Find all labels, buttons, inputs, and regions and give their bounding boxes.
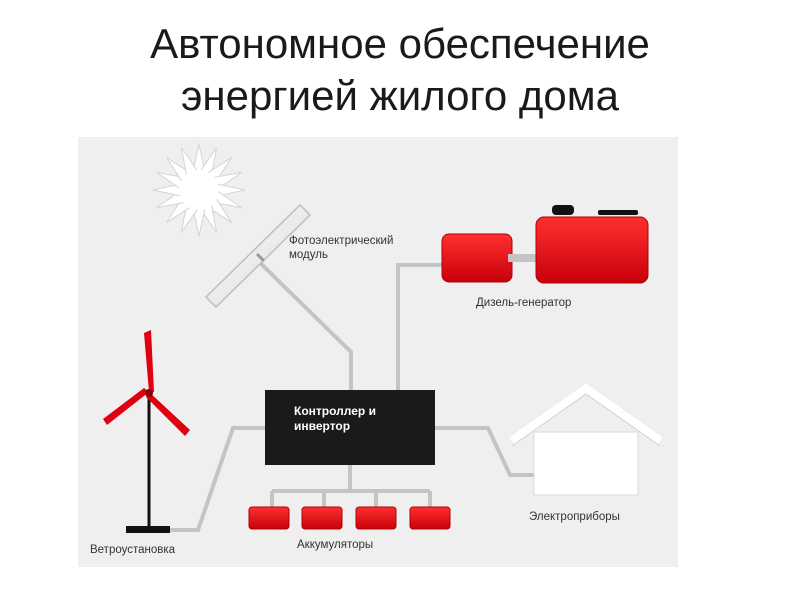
connection-lines: [168, 252, 536, 532]
batteries-label: Аккумуляторы: [297, 539, 374, 551]
title-line-1: Автономное обеспечение: [150, 20, 650, 67]
title-line-2: энергией жилого дома: [180, 72, 620, 119]
energy-diagram: Фотоэлектрический модуль Дизель-генерато…: [78, 137, 678, 567]
battery-2: [301, 506, 343, 530]
line-controller-appliances: [435, 426, 536, 477]
controller-label-line-2: инвертор: [294, 419, 351, 433]
diagram-graphics: [103, 143, 663, 533]
battery-4: [409, 506, 451, 530]
page-title: Автономное обеспечение энергией жилого д…: [0, 18, 800, 122]
wind-turbine-icon: [103, 330, 190, 533]
line-diesel-controller: [396, 263, 442, 390]
diesel-label: Дизель-генератор: [476, 297, 572, 309]
wind-label: Ветроустановка: [90, 544, 176, 556]
controller-box: [265, 390, 435, 465]
pv-label-line-1: Фотоэлектрический: [289, 235, 394, 247]
line-wind-controller: [168, 426, 265, 532]
pv-label: Фотоэлектрический модуль: [289, 234, 393, 262]
pv-panel-icon: [204, 203, 312, 309]
pv-label-line-2: модуль: [289, 249, 328, 261]
controller-label: Контроллер и инвертор: [294, 404, 376, 434]
sun-icon: [152, 143, 246, 237]
batteries-icon: [248, 506, 451, 530]
diesel-generator-icon: [441, 205, 649, 284]
appliances-label: Электроприборы: [529, 511, 620, 523]
battery-3: [355, 506, 397, 530]
controller-label-line-1: Контроллер и: [294, 404, 376, 418]
battery-1: [248, 506, 290, 530]
line-pv-controller: [249, 252, 353, 390]
house-icon: [509, 383, 663, 496]
